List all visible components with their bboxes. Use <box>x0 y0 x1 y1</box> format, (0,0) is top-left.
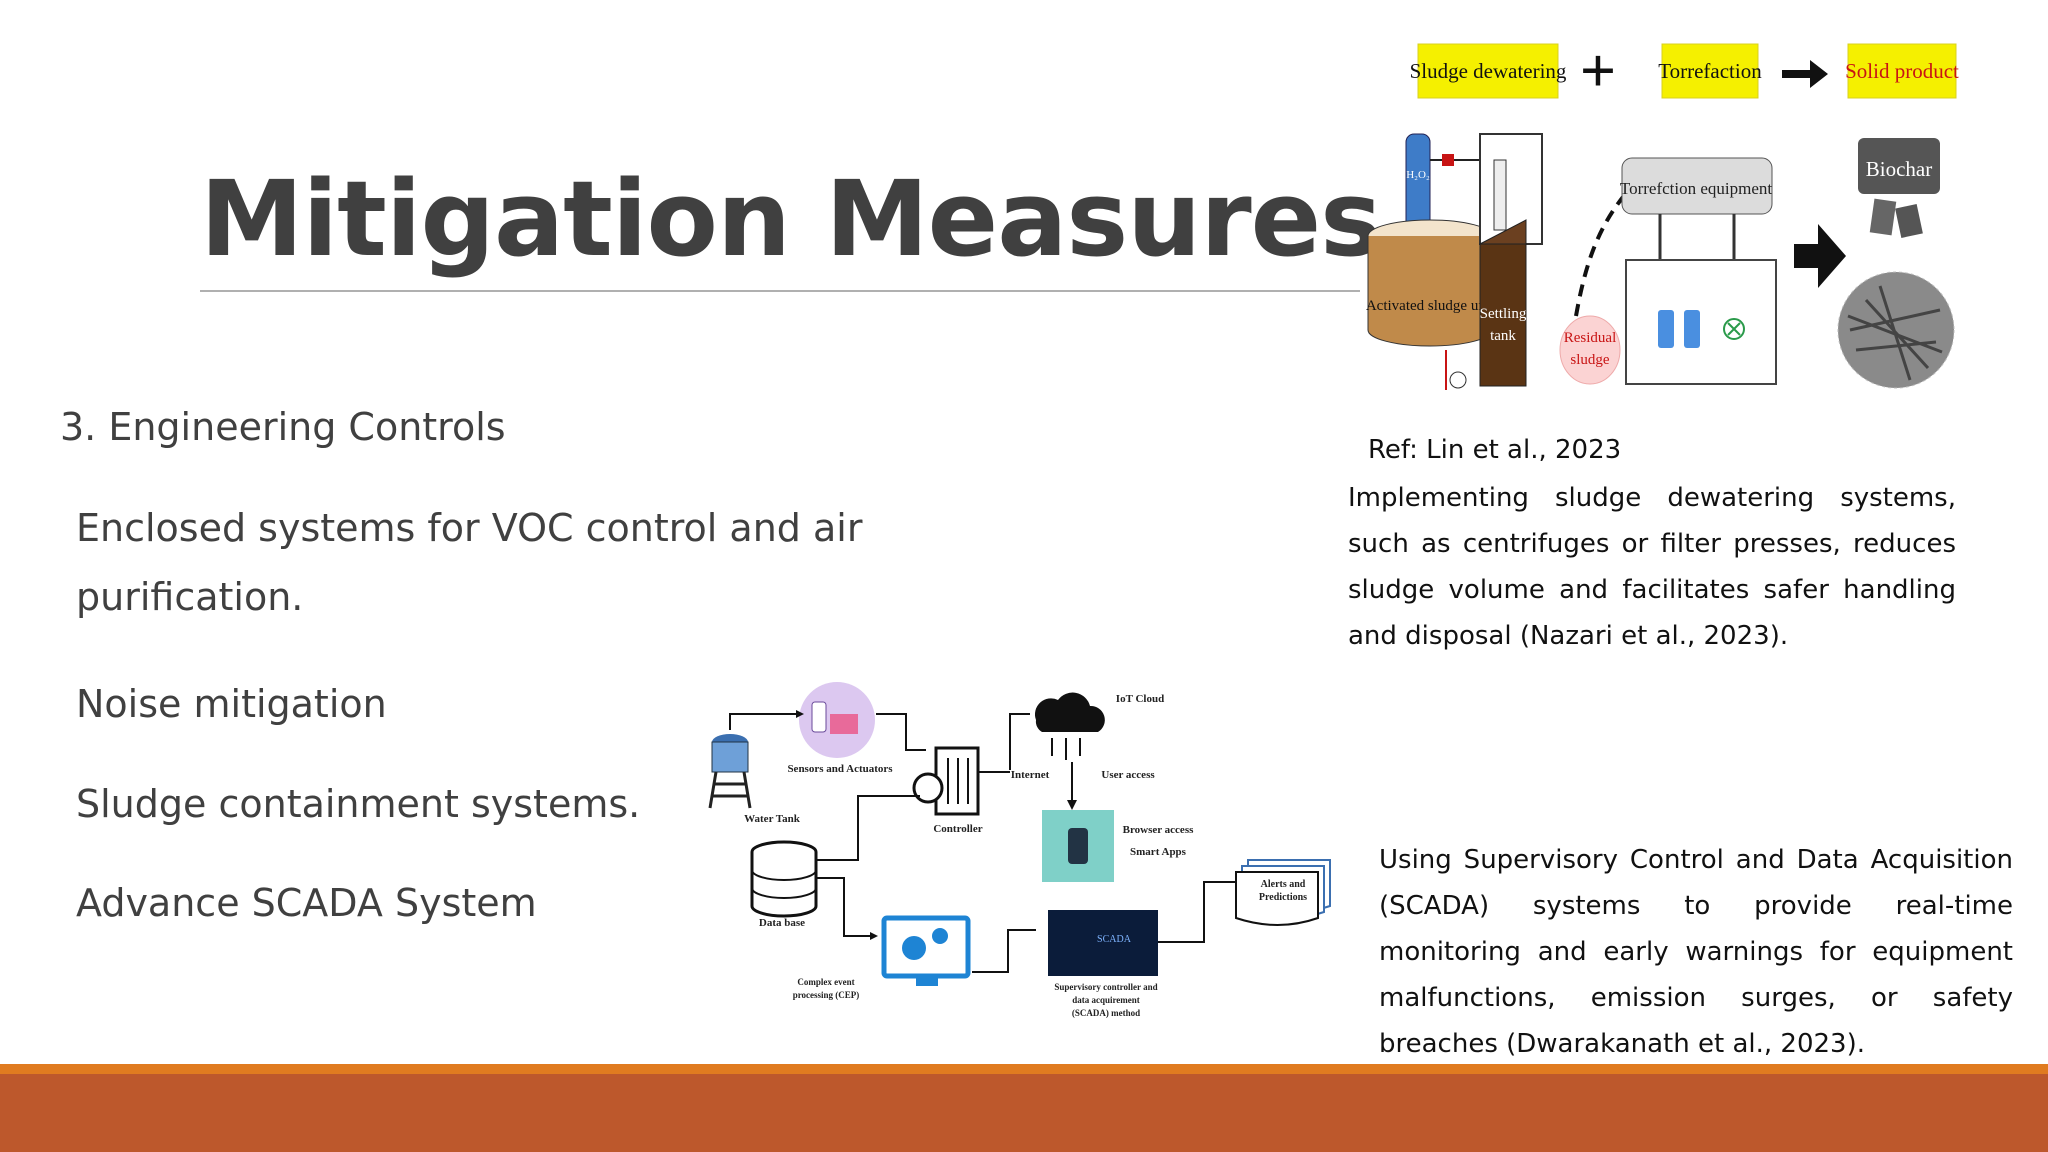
biochar-texture <box>1847 285 1943 381</box>
cep-label-1: Complex event <box>797 977 854 987</box>
cep-label-2: processing (CEP) <box>793 990 860 1000</box>
bullet-sludge-containment: Sludge containment systems. <box>76 782 641 826</box>
database-to-controller-line <box>816 795 920 861</box>
arrow-head-down <box>1067 800 1077 810</box>
cabinet-indicator <box>1723 318 1745 340</box>
residual-label-2: sludge <box>1570 352 1610 368</box>
sludge-torrefaction-figure: Sludge dewatering + Torrefaction Solid p… <box>1366 35 1959 390</box>
valve-icon <box>1449 371 1467 389</box>
bullet-enclosed-systems: Enclosed systems for VOC control and air… <box>76 506 863 619</box>
bullet-noise-mitigation: Noise mitigation <box>76 682 387 726</box>
cloud-connectors <box>1051 738 1081 760</box>
water-tank-icon <box>711 741 749 773</box>
biochar-piece-2 <box>1895 204 1923 238</box>
user-access-label: User access <box>1101 769 1155 781</box>
pump-icon <box>1442 154 1454 166</box>
water-tank-label: Water Tank <box>744 813 801 825</box>
residual-sludge-blob <box>1559 315 1621 385</box>
internet-label: Internet <box>1011 769 1050 781</box>
water-tank-legs <box>708 771 752 809</box>
settling-pipe <box>1493 159 1507 231</box>
controller-label: Controller <box>933 823 982 835</box>
paragraph-scada: Using Supervisory Control and Data Acqui… <box>1379 845 2013 1059</box>
cabinet-display-1 <box>1658 310 1674 348</box>
biochar-piece-1 <box>1869 198 1897 236</box>
biochar-label: Biochar <box>1866 157 1932 181</box>
controller-to-cloud-line <box>1009 713 1030 770</box>
torrefaction-equipment-label: Torrefction equipment <box>1620 179 1773 198</box>
scada-architecture-figure: Sensors and Actuators Water Tank Control… <box>708 682 1331 1018</box>
gear-icon-small <box>932 928 948 944</box>
arrow-head <box>870 932 878 940</box>
gear-icon <box>912 772 944 804</box>
residual-label-1: Residual <box>1564 330 1617 346</box>
browser-label-2: Smart Apps <box>1130 846 1187 858</box>
solid-product-box <box>1847 43 1957 99</box>
database-label: Data base <box>759 917 805 929</box>
sludge-dewatering-label: Sludge dewatering <box>1410 59 1567 83</box>
actuator-icon <box>830 714 858 734</box>
scada-screen-label: SCADA <box>1097 934 1132 945</box>
scada-label-3: (SCADA) method <box>1072 1008 1140 1018</box>
activated-sludge-label: Activated sludge unit <box>1366 298 1495 314</box>
figure-reference: Ref: Lin et al., 2023 <box>1368 435 1622 465</box>
scada-label-1: Supervisory controller and <box>1054 982 1157 992</box>
torrefaction-cylinder <box>1621 157 1773 215</box>
indicator-cross <box>1727 322 1741 336</box>
chemical-label: H₂O₂ <box>1406 169 1430 181</box>
solid-product-label: Solid product <box>1845 59 1959 83</box>
controller-sliders <box>947 758 969 804</box>
product-arrow-icon <box>1794 224 1846 288</box>
torrefaction-box <box>1661 43 1759 99</box>
cabinet-display-2 <box>1684 310 1700 348</box>
sensors-label: Sensors and Actuators <box>787 763 893 775</box>
arrow-right-icon <box>1782 60 1828 88</box>
section-heading: 3. Engineering Controls <box>60 405 506 449</box>
sensors-to-controller-line <box>876 713 926 751</box>
alerts-label-2: Predictions <box>1259 892 1307 903</box>
scada-label-2: data acquirement <box>1072 995 1140 1005</box>
database-to-cep-line <box>816 877 872 937</box>
settling-tank <box>1479 243 1527 387</box>
database-rings <box>751 869 817 899</box>
smartphone-icon <box>1068 828 1088 864</box>
scada-screen-icon <box>1048 910 1158 976</box>
settling-label-2: tank <box>1490 328 1516 344</box>
database-icon <box>750 852 818 918</box>
iot-cloud-label: IoT Cloud <box>1116 693 1164 705</box>
browser-label-1: Browser access <box>1123 824 1194 836</box>
tank-to-sensors-line <box>729 713 798 730</box>
control-cabinet <box>1625 259 1777 385</box>
activated-sludge-unit <box>1367 236 1493 347</box>
cloud-icon <box>1034 692 1105 732</box>
cep-to-scada-line <box>972 929 1036 973</box>
alerts-label-1: Alerts and <box>1261 879 1306 890</box>
slide-title: Mitigation Measures <box>200 158 1382 280</box>
title-underline <box>200 290 1360 292</box>
paragraph-dewatering: Implementing sludge dewatering systems, … <box>1348 483 1956 651</box>
bullet-scada: Advance SCADA System <box>76 881 537 925</box>
alerts-document-icon <box>1235 871 1319 926</box>
footer-bar <box>0 1074 2048 1152</box>
cep-monitor-icon <box>881 915 971 979</box>
arrow-head <box>796 710 804 718</box>
sludge-dewatering-box <box>1417 43 1559 99</box>
gear-icon <box>902 936 926 960</box>
footer-accent-bar <box>0 1064 2048 1074</box>
plus-sign: + <box>1580 35 1616 106</box>
biochar-bag <box>1858 138 1940 194</box>
torrefaction-label: Torrefaction <box>1658 59 1762 83</box>
monitor-stand <box>916 976 938 986</box>
scada-to-alerts-line <box>1158 881 1238 943</box>
settling-label-1: Settling <box>1480 306 1527 322</box>
equipment-supports <box>1658 214 1736 260</box>
sensor-icon <box>811 701 827 733</box>
